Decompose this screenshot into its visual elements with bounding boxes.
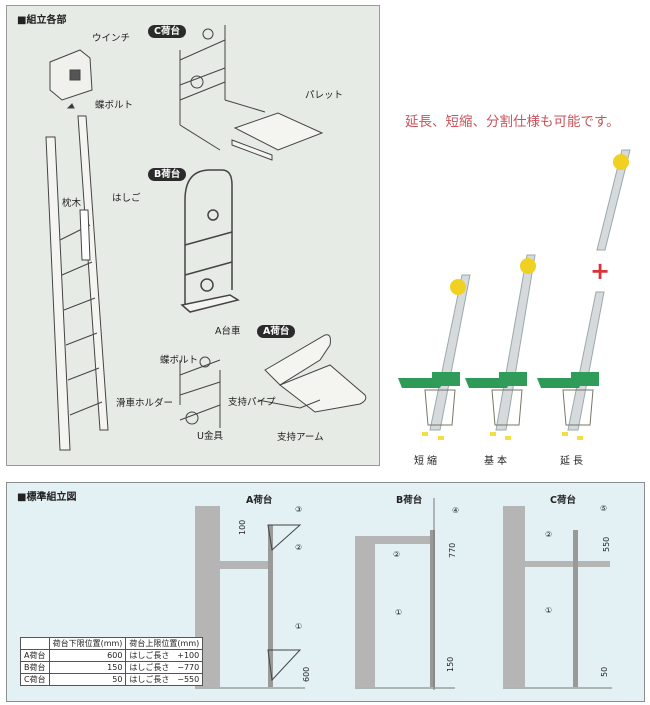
table-cell: はしご長さ: [125, 673, 174, 686]
table-cell: 600: [48, 649, 127, 662]
b-platform-drawing: [180, 169, 240, 313]
table-header: 荷台下限位置(mm): [48, 637, 127, 650]
dim-c-top: 550: [602, 536, 611, 552]
label-pulley-holder: 滑車ホルダー: [116, 398, 174, 409]
table-cell: B荷台: [20, 661, 50, 674]
promo-headline: 延長、短縮、分割仕様も可能です。: [405, 114, 620, 130]
label-pallet: パレット: [305, 90, 344, 101]
a-platform-drawing: [257, 334, 367, 413]
label-u-bracket: U金具: [197, 431, 223, 442]
table-cell: はしご長さ: [125, 661, 174, 674]
product-basic: [465, 254, 536, 440]
dim-a-top: 100: [238, 519, 247, 535]
caption-short: 短縮: [414, 456, 440, 467]
table-cell: 150: [48, 661, 127, 674]
parts-section-title: ■組立各部: [17, 15, 67, 26]
table-header-row: 荷台下限位置(mm) 荷台上限位置(mm): [20, 637, 204, 650]
callout: ①: [545, 606, 553, 615]
badge-b-platform: B荷台: [148, 168, 187, 181]
product-extended: [537, 149, 631, 440]
caption-basic: 基本: [484, 456, 510, 467]
table-header: [20, 637, 50, 650]
label-sleeper: 枕木: [62, 198, 82, 209]
callout: ①: [295, 622, 303, 631]
label-winch: ウインチ: [92, 33, 131, 44]
standard-section-title: ■標準組立図: [17, 492, 77, 503]
diagram-a-title: A荷台: [246, 495, 273, 506]
badge-a-platform: A荷台: [257, 325, 296, 338]
callout: ①: [395, 608, 403, 617]
label-cart-wing-bolt: 蝶ボルト: [160, 355, 199, 366]
winch-drawing: [49, 49, 93, 109]
callout: ②: [393, 550, 401, 559]
table-header: 荷台上限位置(mm): [125, 637, 204, 650]
table-cell: A荷台: [20, 649, 50, 662]
table-row: A荷台 600 はしご長さ +100: [20, 649, 204, 662]
callout: ③: [295, 505, 303, 514]
callout: ⑤: [600, 504, 608, 513]
table-cell: C荷台: [20, 673, 50, 686]
caption-extended: 延長: [560, 456, 586, 467]
diagram-a: [195, 506, 305, 689]
label-wing-bolt: 蝶ボルト: [95, 100, 134, 111]
table-cell: はしご長さ: [125, 649, 174, 662]
c-platform-drawing: [179, 25, 324, 161]
label-ladder: はしご: [112, 193, 141, 204]
diagram-b-title: B荷台: [396, 495, 423, 506]
diagram-c: [503, 506, 612, 689]
table-cell: 50: [48, 673, 127, 686]
dim-b-top: 770: [448, 542, 457, 558]
plus-icon: +: [590, 257, 611, 285]
table-cell: −770: [173, 661, 204, 674]
callout: ②: [545, 530, 553, 539]
dim-a-bottom: 600: [302, 666, 311, 682]
label-support-pipe: 支持パイプ: [228, 397, 276, 408]
label-support-arm: 支持アーム: [277, 432, 324, 443]
product-short: [398, 274, 471, 440]
dim-c-bottom: 50: [600, 666, 609, 677]
dim-b-bottom: 150: [446, 656, 455, 672]
table-row: B荷台 150 はしご長さ −770: [20, 661, 204, 674]
diagram-b: [355, 498, 455, 690]
callout: ②: [295, 543, 303, 552]
table-cell: −550: [173, 673, 204, 686]
callout: ④: [452, 506, 460, 515]
label-a-cart: A台車: [215, 326, 241, 337]
table-row: C荷台 50 はしご長さ −550: [20, 673, 204, 686]
badge-c-platform: C荷台: [148, 25, 186, 38]
platform-position-table: 荷台下限位置(mm) 荷台上限位置(mm) A荷台 600 はしご長さ +100…: [20, 637, 204, 686]
table-cell: +100: [173, 649, 204, 662]
ladder-drawing: [45, 115, 109, 451]
diagram-c-title: C荷台: [550, 495, 576, 506]
a-cart-drawing: [179, 356, 221, 428]
